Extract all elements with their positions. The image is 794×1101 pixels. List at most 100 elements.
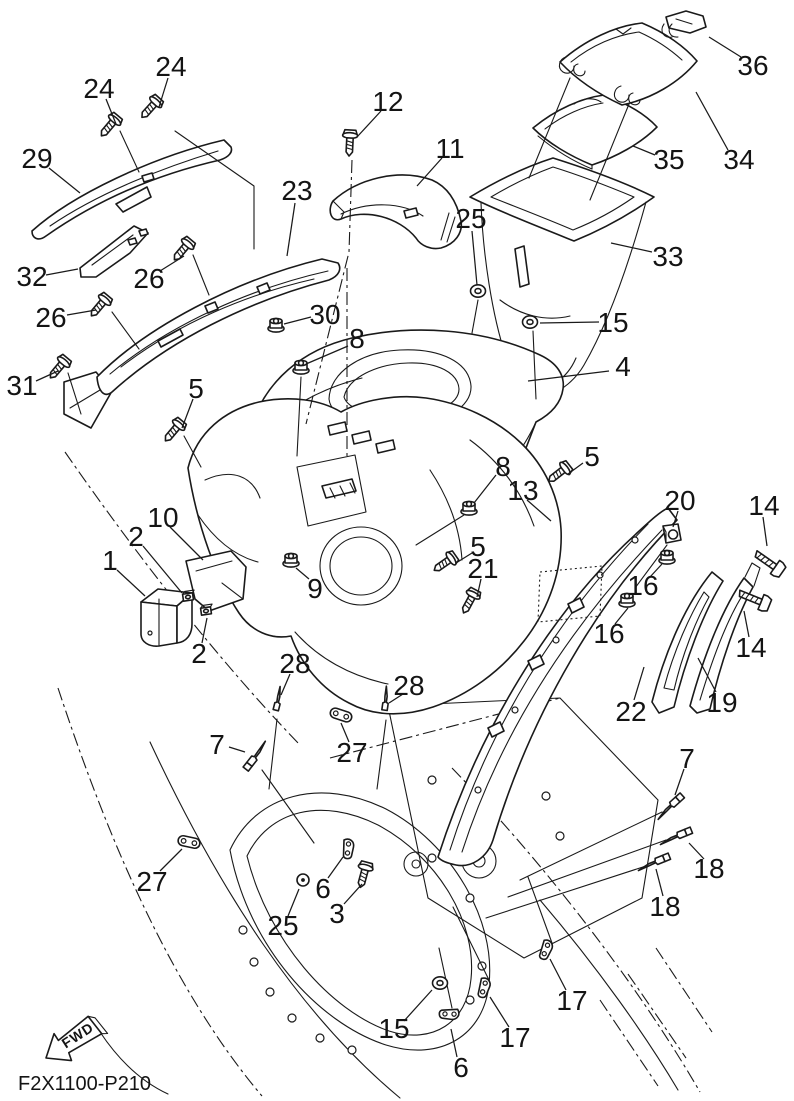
callout-label-3: 3 [329,898,345,929]
callout-label-16: 16 [593,618,624,649]
screw-26-b [84,290,115,322]
callout-label-20: 20 [664,485,695,516]
callout-label-17: 17 [556,985,587,1016]
callout-label-2: 2 [128,521,144,552]
bolt-14-a [749,545,788,580]
leader-line-28 [280,673,291,696]
callout-label-31: 31 [6,370,37,401]
leader-line-21 [476,578,482,598]
grommet-15-b [431,975,449,991]
screw-24-a [94,110,125,142]
leader-line-5 [455,552,473,564]
callout-label-15: 15 [597,307,628,338]
leader-line-19 [697,657,717,693]
part-bracket-box [140,588,193,647]
leader-line-15 [539,321,600,324]
leader-line-7 [674,768,685,796]
grommet-25-a [469,283,487,299]
nut-16-a [658,549,676,565]
grommet-15-a [521,314,539,330]
clamp-17-b [476,976,492,1000]
leader-line-1 [116,569,146,597]
part-lid-latch [661,10,707,38]
leader-line-26 [66,309,97,316]
nut-9 [282,552,300,568]
leader-line-29 [48,167,81,194]
part-console-body [187,395,562,715]
callout-label-6: 6 [453,1052,469,1083]
leader-line-5 [567,462,584,475]
leader-line-7 [228,746,246,753]
screw-5-a [158,415,189,447]
clamp-27-a [328,706,354,724]
cable-end-7-a [242,739,271,772]
screw-26-a [167,234,198,266]
fwd-arrow: FWD [45,1015,109,1062]
callout-label-35: 35 [653,144,684,175]
leader-line-24 [105,98,117,125]
part-box-lid [528,22,698,201]
callout-label-16: 16 [627,570,658,601]
callout-label-2: 2 [191,638,207,669]
callout-label-6: 6 [315,873,331,904]
callout-label-22: 22 [615,696,646,727]
leader-line-16 [649,563,663,578]
nut-8-b [460,500,478,516]
leader-line-14 [743,610,750,638]
leader-line-6 [327,856,344,879]
cable-end-7-b [653,792,686,822]
leader-line-17 [489,996,510,1028]
callout-label-18: 18 [649,891,680,922]
leader-line-23 [286,202,296,257]
callout-label-28: 28 [279,648,310,679]
callout-label-15: 15 [378,1013,409,1044]
callout-label-5: 5 [470,531,486,562]
leader-line-27 [340,722,350,743]
leader-line-2 [201,617,208,644]
part-side-panel [437,507,678,867]
leader-line-25 [471,230,478,286]
screw-12 [340,128,359,158]
screw-24-b [135,92,166,124]
leader-line-17 [549,958,567,991]
callout-label-17: 17 [499,1022,530,1053]
callout-label-5: 5 [188,373,204,404]
leader-line-8 [473,474,497,504]
callout-label-21: 21 [467,553,498,584]
leader-line-35 [632,145,656,156]
leader-line-11 [416,157,443,187]
clip-20 [662,523,682,544]
leader-line-28 [388,693,404,704]
leader-line-6 [450,1028,458,1058]
clamp-6-a [342,838,355,860]
clamp-6-b [438,1007,461,1022]
leader-line-8 [305,345,349,365]
part-small-trim [79,225,149,278]
leader-line-18 [688,842,705,860]
cable-end-18-b [635,852,672,873]
callout-label-27: 27 [336,737,367,768]
callout-label-25: 25 [267,910,298,941]
leader-line-26 [159,255,185,272]
nut-8-a [292,359,310,375]
callout-label-36: 36 [737,50,768,81]
callout-label-26: 26 [133,263,164,294]
callout-label-8: 8 [349,323,365,354]
leader-line-13 [526,499,552,522]
clamp-17-a [538,938,555,962]
leader-line-34 [695,91,729,151]
callout-label-13: 13 [507,475,538,506]
screw-31 [43,352,74,384]
callout-label-7: 7 [679,743,695,774]
callout-label-19: 19 [706,687,737,718]
callout-label-34: 34 [723,144,754,175]
leader-line-16 [614,607,629,625]
part-upper-side-cover [31,139,233,240]
callout-label-29: 29 [21,143,52,174]
callout-label-14: 14 [748,490,779,521]
leader-line-15 [403,989,433,1022]
leader-line-30 [283,316,312,325]
drawing-code: F2X1100-P210 [18,1073,151,1095]
leader-line-32 [45,268,79,276]
